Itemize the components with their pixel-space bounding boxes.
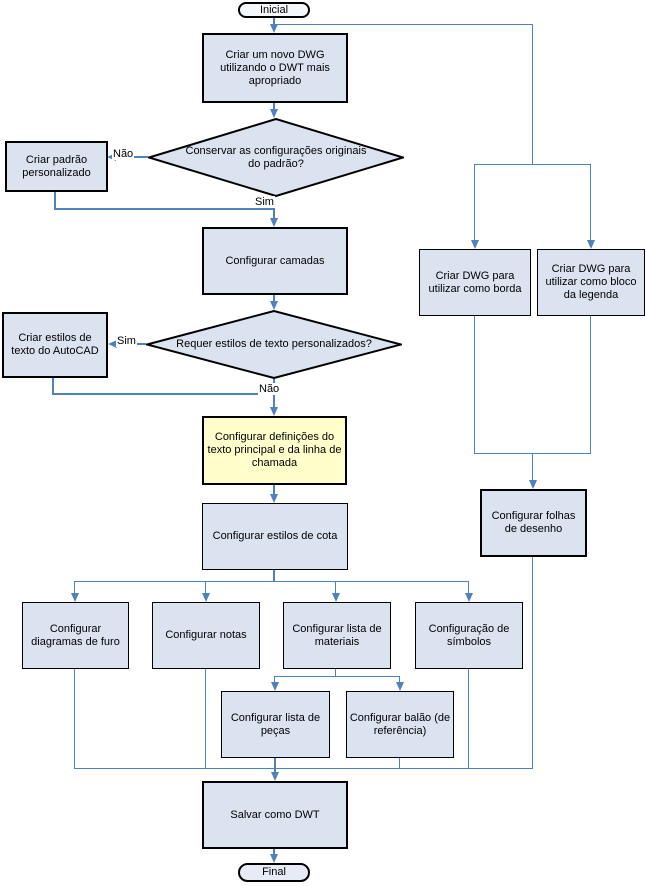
connector-line bbox=[474, 164, 475, 241]
step-configurar-notas: Configurar notas bbox=[152, 602, 260, 669]
arrowhead bbox=[529, 480, 537, 489]
arrowhead bbox=[71, 593, 79, 602]
arrowhead bbox=[271, 772, 279, 781]
connector-line bbox=[335, 669, 336, 677]
connector-line bbox=[273, 485, 275, 495]
arrowhead bbox=[396, 682, 404, 691]
arrowhead bbox=[471, 240, 479, 249]
connector-line bbox=[274, 24, 533, 25]
decision-label: Conservar as configurações originais do … bbox=[185, 144, 367, 170]
step-criar-dwg-bloco-legenda: Criar DWG para utilizar como bloco da le… bbox=[537, 249, 645, 316]
connector-line bbox=[590, 164, 591, 241]
arrowhead bbox=[202, 593, 210, 602]
terminator-final: Final bbox=[238, 863, 310, 882]
arrowhead bbox=[108, 340, 117, 348]
step-criar-novo-dwg: Criar um novo DWG utilizando o DWT mais … bbox=[202, 33, 348, 103]
connector-line bbox=[399, 758, 400, 769]
branch-label-sim: Sim bbox=[116, 335, 137, 347]
step-configurar-camadas: Configurar camadas bbox=[202, 227, 348, 295]
connector-line bbox=[54, 208, 275, 210]
connector-line bbox=[74, 669, 75, 769]
connector-line bbox=[52, 377, 54, 395]
connector-line bbox=[590, 316, 591, 454]
connector-line bbox=[205, 669, 206, 769]
arrowhead bbox=[270, 494, 278, 503]
connector-line bbox=[273, 294, 275, 302]
connector-line bbox=[274, 676, 275, 683]
arrowhead bbox=[270, 301, 278, 310]
branch-label-sim: Sim bbox=[254, 196, 275, 208]
step-configurar-lista-materiais: Configurar lista de materiais bbox=[283, 602, 391, 669]
arrowhead bbox=[271, 682, 279, 691]
connector-line bbox=[474, 316, 475, 454]
connector-line bbox=[52, 393, 275, 395]
decision-conservar-configuracoes: Conservar as configurações originais do … bbox=[148, 118, 404, 197]
arrowhead bbox=[332, 593, 340, 602]
connector-line bbox=[532, 453, 533, 481]
connector-line bbox=[273, 849, 275, 855]
step-criar-estilos-autocad: Criar estilos de texto do AutoCAD bbox=[2, 312, 108, 378]
connector-line bbox=[468, 669, 469, 769]
step-configurar-estilos-cota: Configurar estilos de cota bbox=[202, 503, 348, 570]
step-configurar-balao: Configurar balão (de referência) bbox=[346, 691, 454, 758]
connector-line bbox=[54, 191, 56, 210]
arrowhead bbox=[270, 218, 278, 227]
arrowhead bbox=[587, 240, 595, 249]
arrowhead bbox=[270, 854, 278, 863]
decision-requer-estilos-texto: Requer estilos de texto personalizados? bbox=[146, 310, 402, 379]
connector-line bbox=[468, 581, 469, 594]
connector-line bbox=[74, 768, 533, 769]
connector-line bbox=[274, 676, 400, 677]
connector-line bbox=[205, 581, 206, 594]
step-salvar-como-dwt: Salvar como DWT bbox=[202, 781, 348, 849]
arrowhead bbox=[465, 593, 473, 602]
step-criar-padrao-personalizado: Criar padrão personalizado bbox=[5, 141, 108, 192]
arrowhead bbox=[270, 109, 278, 118]
connector-line bbox=[273, 17, 275, 25]
step-configurar-lista-pecas: Configurar lista de peças bbox=[221, 691, 330, 758]
step-criar-dwg-borda: Criar DWG para utilizar como borda bbox=[419, 249, 531, 316]
connector-line bbox=[273, 102, 275, 110]
arrowhead bbox=[270, 407, 278, 416]
step-configuracao-simbolos: Configuração de símbolos bbox=[415, 602, 523, 669]
step-configurar-folhas-desenho: Configurar folhas de desenho bbox=[480, 489, 587, 557]
decision-label: Requer estilos de texto personalizados? bbox=[176, 338, 372, 350]
arrowhead bbox=[107, 153, 116, 161]
connector-line bbox=[74, 581, 469, 582]
arrowhead bbox=[270, 24, 278, 33]
connector-line bbox=[474, 164, 591, 165]
connector-line bbox=[273, 569, 275, 582]
diamond-shape bbox=[146, 310, 402, 379]
connector-line bbox=[74, 581, 75, 594]
connector-line bbox=[532, 557, 533, 769]
terminator-inicial: Inicial bbox=[238, 2, 310, 18]
step-configurar-definicoes-texto: Configurar definições do texto principal… bbox=[202, 416, 347, 485]
step-configurar-diagramas-furo: Configurar diagramas de furo bbox=[22, 602, 129, 669]
connector-line bbox=[274, 758, 276, 773]
branch-label-nao: Não bbox=[258, 383, 281, 395]
branch-label-nao: Não bbox=[112, 148, 135, 160]
connector-line bbox=[532, 24, 533, 165]
connector-line bbox=[399, 676, 400, 683]
diamond-shape bbox=[148, 118, 404, 197]
connector-line bbox=[335, 581, 336, 594]
